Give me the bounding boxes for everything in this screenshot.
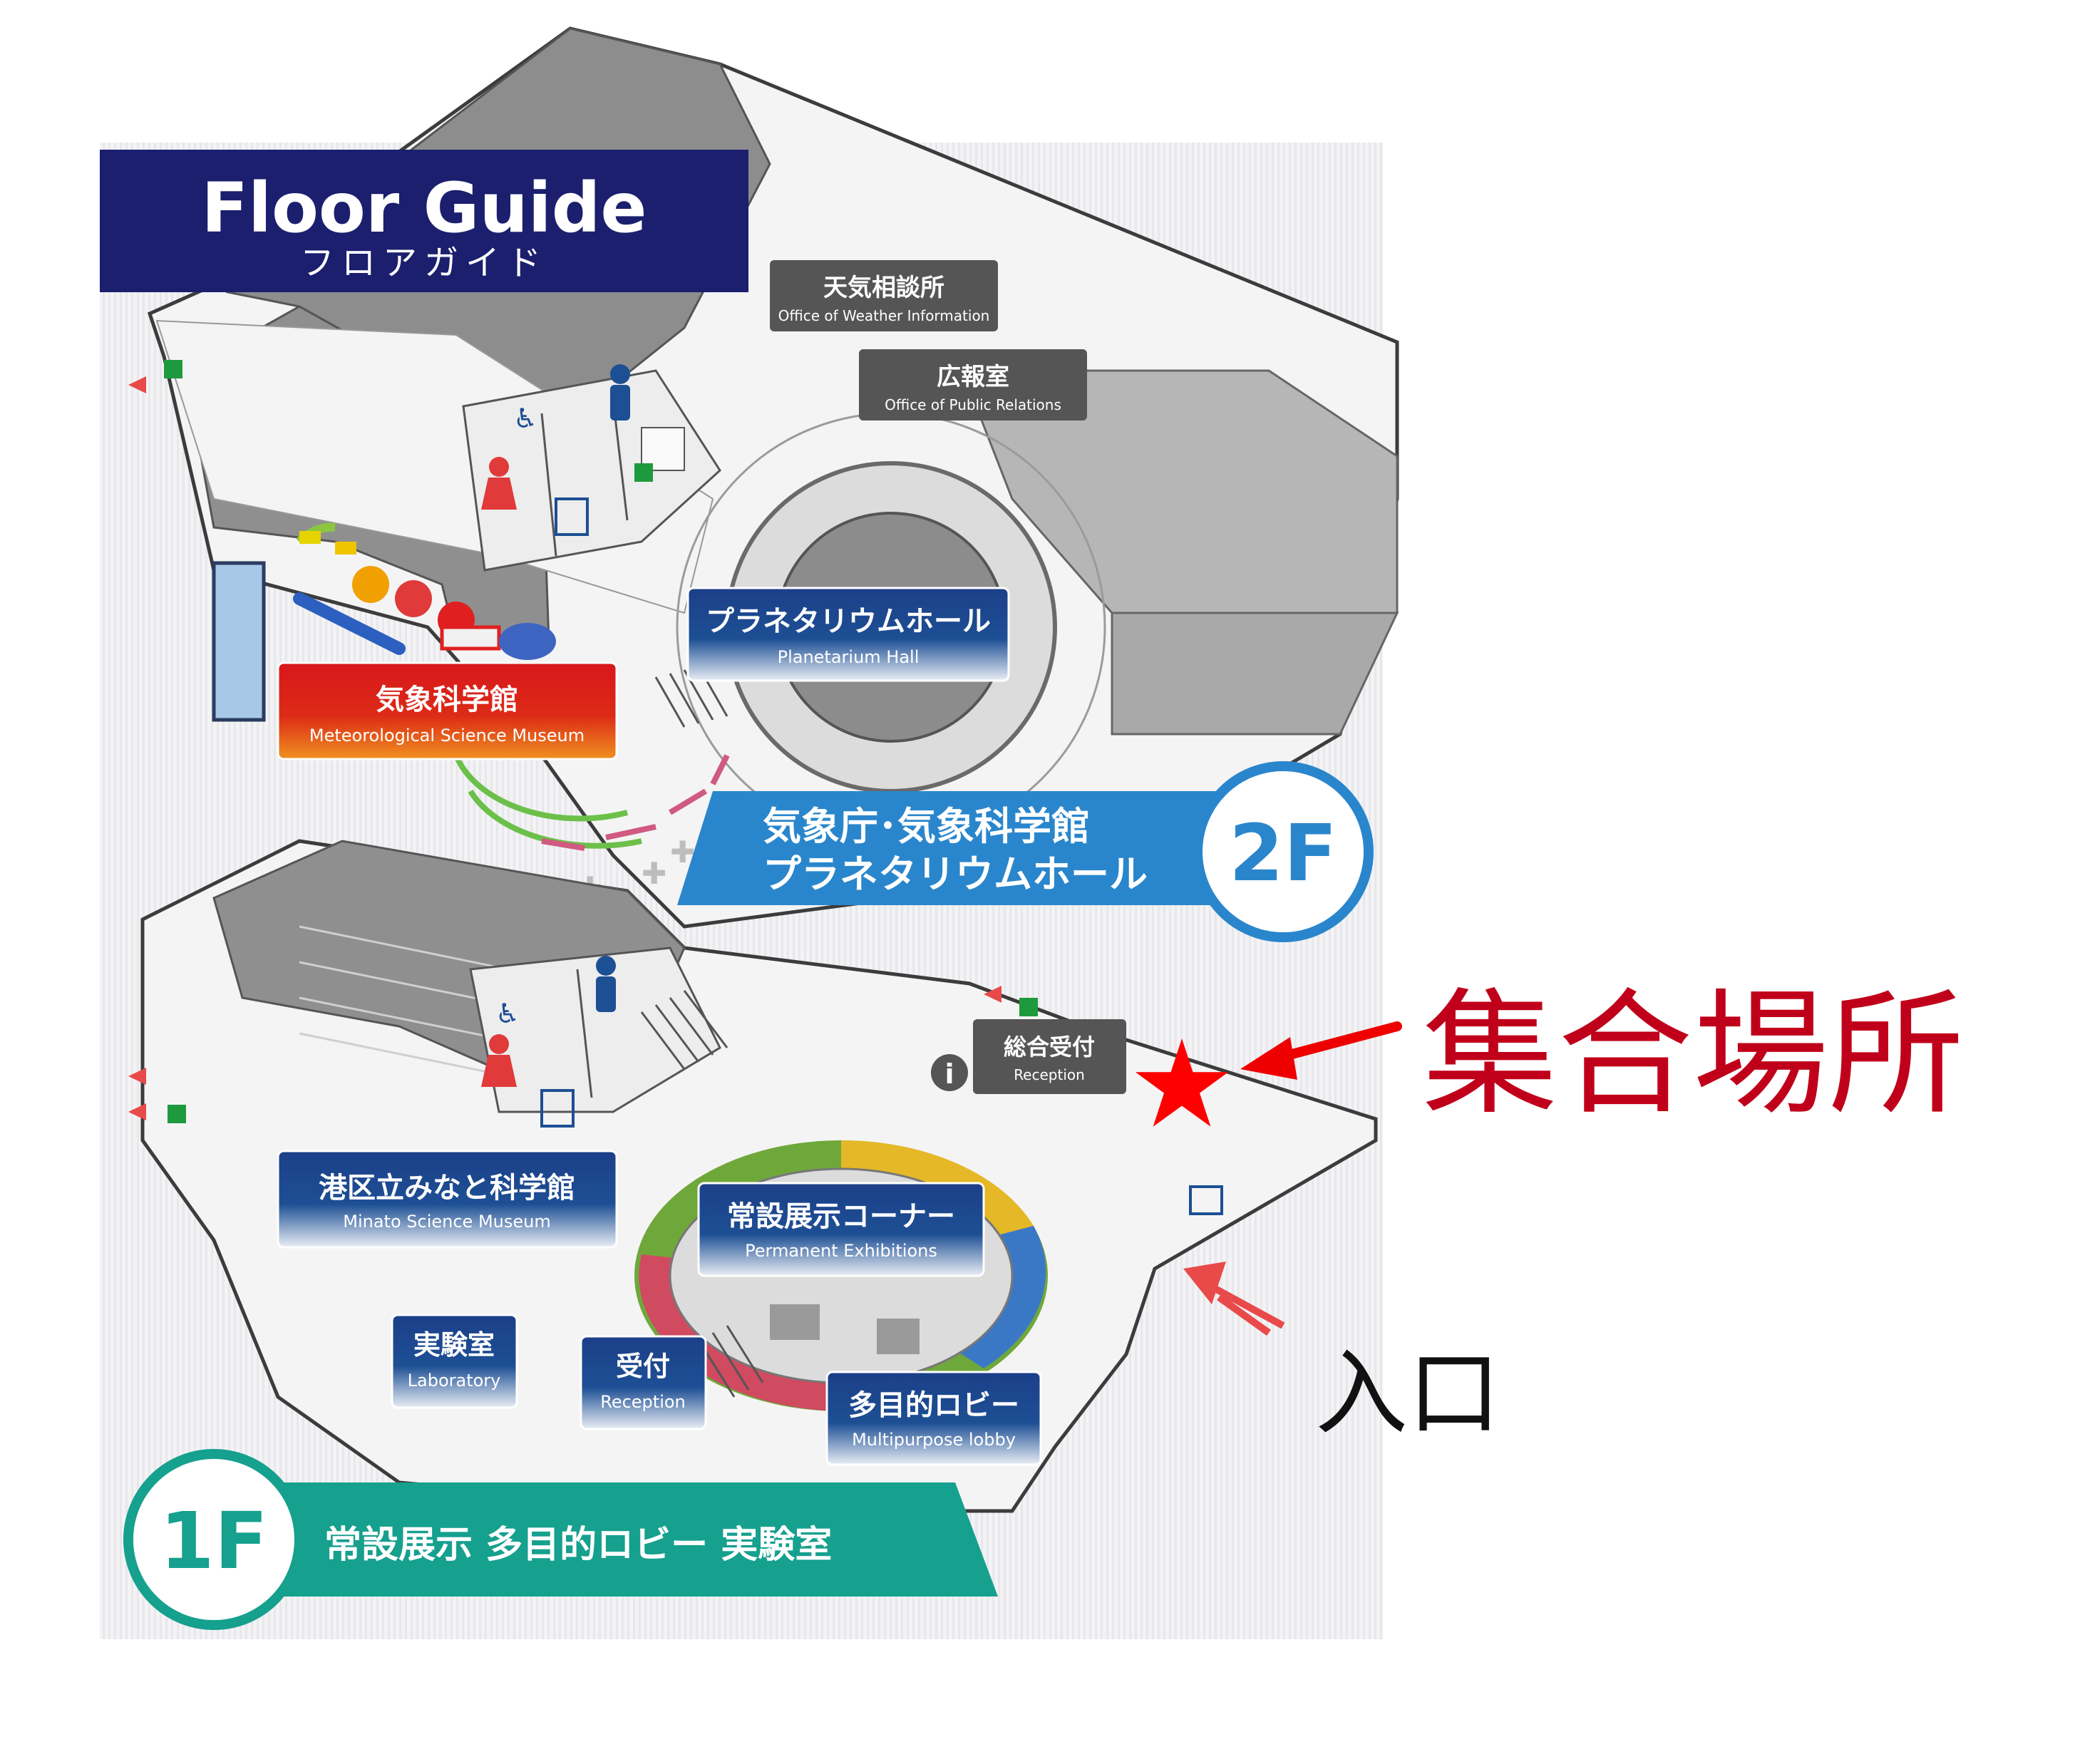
svg-text:Office of Public Relations: Office of Public Relations	[885, 396, 1061, 413]
room-label-weather-office[interactable]: 天気相談所 Office of Weather Information	[770, 260, 998, 331]
room-label-meteorological-museum[interactable]: 気象科学館 Meteorological Science Museum	[277, 661, 618, 760]
svg-text:常設展示コーナー: 常設展示コーナー	[727, 1200, 955, 1233]
meeting-point-label: 集合場所	[1422, 976, 1964, 1133]
svg-text:Meteorological Science Museum: Meteorological Science Museum	[309, 726, 585, 746]
svg-text:多目的ロビー: 多目的ロビー	[848, 1389, 1019, 1422]
svg-text:総合受付: 総合受付	[1004, 1033, 1095, 1061]
title-main: Floor Guide	[201, 168, 647, 248]
floor-1f-caption-band	[264, 1482, 998, 1597]
floor-1f-badge-circle	[123, 1449, 304, 1630]
svg-text:♿: ♿	[495, 998, 520, 1029]
entrance-arrow	[1183, 1262, 1285, 1336]
exhibit-shapes-2f	[212, 522, 730, 851]
exit-pointers	[128, 376, 1002, 1120]
room-label-laboratory[interactable]: 実験室 Laboratory	[391, 1314, 518, 1409]
svg-text:港区立みなと科学館: 港区立みなと科学館	[319, 1172, 575, 1205]
exit-sign-icon	[164, 360, 1038, 1123]
room-label-general-reception[interactable]: 総合受付 Reception	[973, 1019, 1126, 1094]
elevator-icon	[540, 497, 589, 1128]
svg-text:プラネタリウムホール: プラネタリウムホール	[706, 605, 991, 638]
entrance-label: 入口	[1315, 1339, 1500, 1448]
mens-restroom-icon	[596, 364, 630, 1012]
meeting-point-star: ★	[1128, 1014, 1236, 1155]
room-label-permanent-exhibitions[interactable]: 常設展示コーナー Permanent Exhibitions	[697, 1182, 985, 1277]
title-panel	[100, 150, 748, 292]
wheelchair-icon: ♿ ♿	[495, 403, 537, 1029]
svg-text:広報室: 広報室	[937, 363, 1009, 391]
stairs-1f	[640, 990, 728, 1070]
floor-1f-badge[interactable]: 1F	[160, 1495, 268, 1587]
svg-text:Reception: Reception	[1014, 1066, 1085, 1083]
svg-text:実験室: 実験室	[413, 1329, 495, 1361]
svg-text:♿: ♿	[513, 403, 537, 434]
floor-2f-badge[interactable]: 2F	[1229, 808, 1337, 899]
room-label-minato-science-museum[interactable]: 港区立みなと科学館 Minato Science Museum	[277, 1150, 618, 1249]
svg-text:Laboratory: Laboratory	[408, 1371, 501, 1391]
floor-2f-caption-line2: プラネタリウムホール	[763, 852, 1148, 897]
svg-text:Multipurpose lobby: Multipurpose lobby	[852, 1430, 1016, 1450]
floor-1f-caption: 常設展示 多目的ロビー 実験室	[324, 1524, 832, 1567]
svg-text:Permanent Exhibitions: Permanent Exhibitions	[745, 1241, 937, 1261]
meeting-point-arrow	[1240, 1021, 1402, 1080]
room-label-planetarium-hall[interactable]: プラネタリウムホール Planetarium Hall	[686, 587, 1010, 682]
svg-text:Planetarium Hall: Planetarium Hall	[778, 647, 920, 667]
info-icon[interactable]: i	[931, 1054, 968, 1091]
locker-icon	[1189, 1185, 1223, 1215]
title-sub: フロアガイド	[300, 243, 548, 283]
womens-restroom-icon	[481, 457, 517, 1087]
svg-text:気象科学館: 気象科学館	[376, 684, 518, 716]
svg-text:i: i	[944, 1058, 954, 1090]
room-label-multipurpose-lobby[interactable]: 多目的ロビー Multipurpose lobby	[825, 1371, 1042, 1466]
svg-text:Minato Science Museum: Minato Science Museum	[343, 1212, 550, 1232]
svg-text:Reception: Reception	[600, 1392, 686, 1412]
svg-text:受付: 受付	[616, 1351, 670, 1382]
floor-2f-caption-line1: 気象庁･気象科学館	[763, 804, 1090, 849]
svg-text:天気相談所: 天気相談所	[823, 274, 944, 302]
floor-2f-caption-band	[677, 791, 1233, 905]
svg-text:Office of Weather Information: Office of Weather Information	[778, 307, 990, 324]
room-label-reception[interactable]: 受付 Reception	[580, 1335, 707, 1430]
floor-2f-badge-circle	[1193, 761, 1374, 942]
svg-text:✚: ✚	[642, 856, 666, 891]
room-label-public-relations[interactable]: 広報室 Office of Public Relations	[859, 349, 1087, 421]
